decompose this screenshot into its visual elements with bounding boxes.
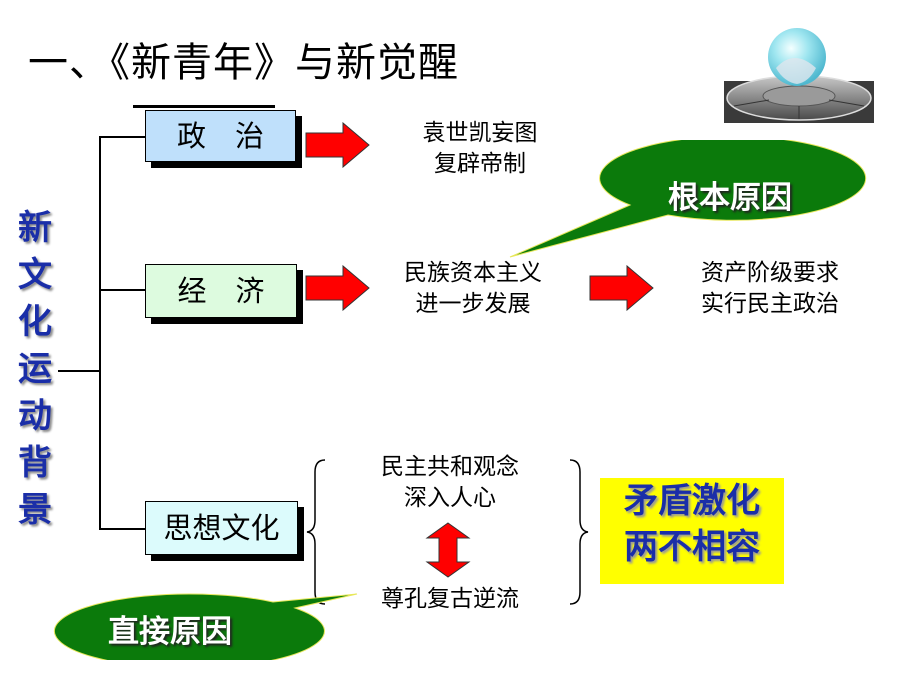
connector-branch-culture (99, 528, 145, 530)
root-cause-callout (509, 140, 867, 258)
left-brace (306, 459, 326, 605)
right-arrow-icon (589, 265, 654, 311)
vertical-title: 新 文 化 运 动 背 景 (10, 205, 60, 534)
connector-branch-economy (99, 289, 145, 291)
culture-detail-line: 深入人心 (404, 485, 496, 511)
economy-detail: 民族资本主义 进一步发展 (383, 258, 563, 320)
right-arrow-icon (305, 122, 370, 168)
economy-detail-line: 进一步发展 (415, 291, 531, 317)
root-cause-label: 根本原因 (668, 180, 792, 216)
economy-result: 资产阶级要求 实行民主政治 (675, 258, 865, 320)
economy-detail-line: 民族资本主义 (404, 260, 542, 286)
category-box-economy: 经 济 (145, 264, 297, 318)
vertical-title-char: 背 (18, 443, 52, 483)
category-box-culture: 思想文化 (145, 501, 298, 555)
vertical-title-char: 运 (18, 349, 52, 389)
double-arrow-icon (425, 522, 471, 578)
connector-branch-politics (99, 136, 145, 138)
vertical-title-char: 文 (18, 255, 52, 295)
politics-detail-line: 复辟帝制 (434, 151, 526, 177)
economy-result-line: 资产阶级要求 (701, 260, 839, 286)
vertical-title-char: 新 (18, 208, 52, 248)
title-underline (133, 105, 275, 108)
direct-cause-label: 直接原因 (108, 614, 232, 650)
politics-detail-line: 袁世凯妄图 (422, 120, 538, 146)
politics-detail: 袁世凯妄图 复辟帝制 (390, 118, 570, 180)
right-arrow-icon (305, 265, 370, 311)
conclusion-line: 两不相容 (624, 527, 760, 567)
globe-on-pedestal-icon (724, 28, 874, 123)
vertical-title-char: 景 (18, 490, 52, 530)
page-title: 一、《新青年》与新觉醒 (28, 40, 459, 86)
culture-detail-line: 民主共和观念 (381, 454, 519, 480)
right-brace (569, 459, 589, 605)
conclusion-box: 矛盾激化 两不相容 (600, 478, 784, 584)
vertical-title-char: 化 (18, 302, 52, 342)
direct-cause-callout (53, 593, 358, 660)
conclusion-line: 矛盾激化 (624, 481, 760, 521)
connector-line (58, 370, 100, 372)
vertical-title-char: 动 (18, 396, 52, 436)
economy-result-line: 实行民主政治 (701, 291, 839, 317)
connector-trunk (99, 136, 101, 529)
culture-detail-bottom: 尊孔复古逆流 (381, 586, 519, 612)
culture-detail-top: 民主共和观念 深入人心 (355, 452, 545, 514)
category-box-politics: 政 治 (145, 110, 296, 162)
